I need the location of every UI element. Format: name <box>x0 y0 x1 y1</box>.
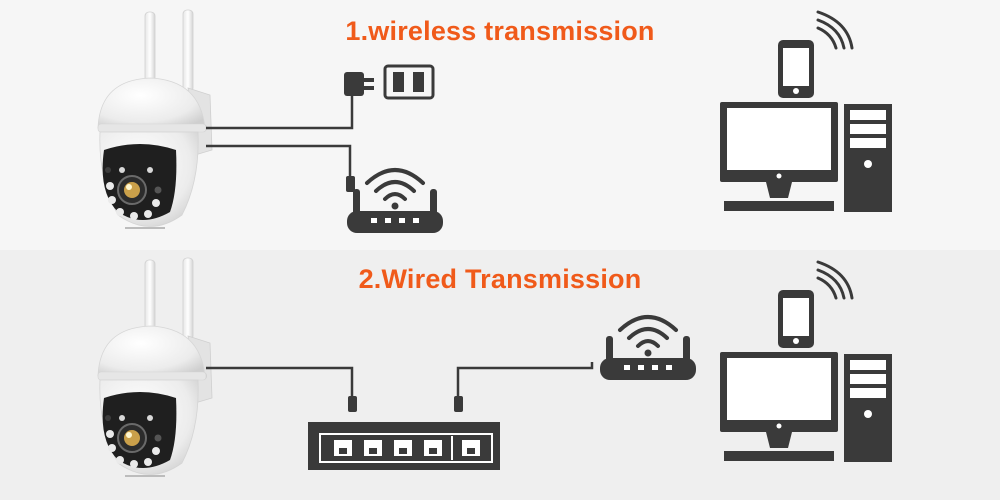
power-socket-icon <box>385 66 433 98</box>
rj45-plug-icon <box>346 176 355 192</box>
network-switch-icon <box>308 422 500 470</box>
rj45-plug-icon <box>348 396 357 412</box>
network-cable <box>206 368 352 398</box>
power-cable <box>206 92 352 128</box>
rj45-plug-icon <box>454 396 463 412</box>
network-cable <box>458 362 592 398</box>
network-cable <box>206 146 350 178</box>
wifi-router-icon <box>600 317 696 380</box>
wifi-router-icon <box>347 170 443 233</box>
power-adapter-icon <box>344 72 374 96</box>
wireless-transmission-title: 1.wireless transmission <box>0 16 1000 47</box>
wired-transmission-title: 2.Wired Transmission <box>0 264 1000 295</box>
